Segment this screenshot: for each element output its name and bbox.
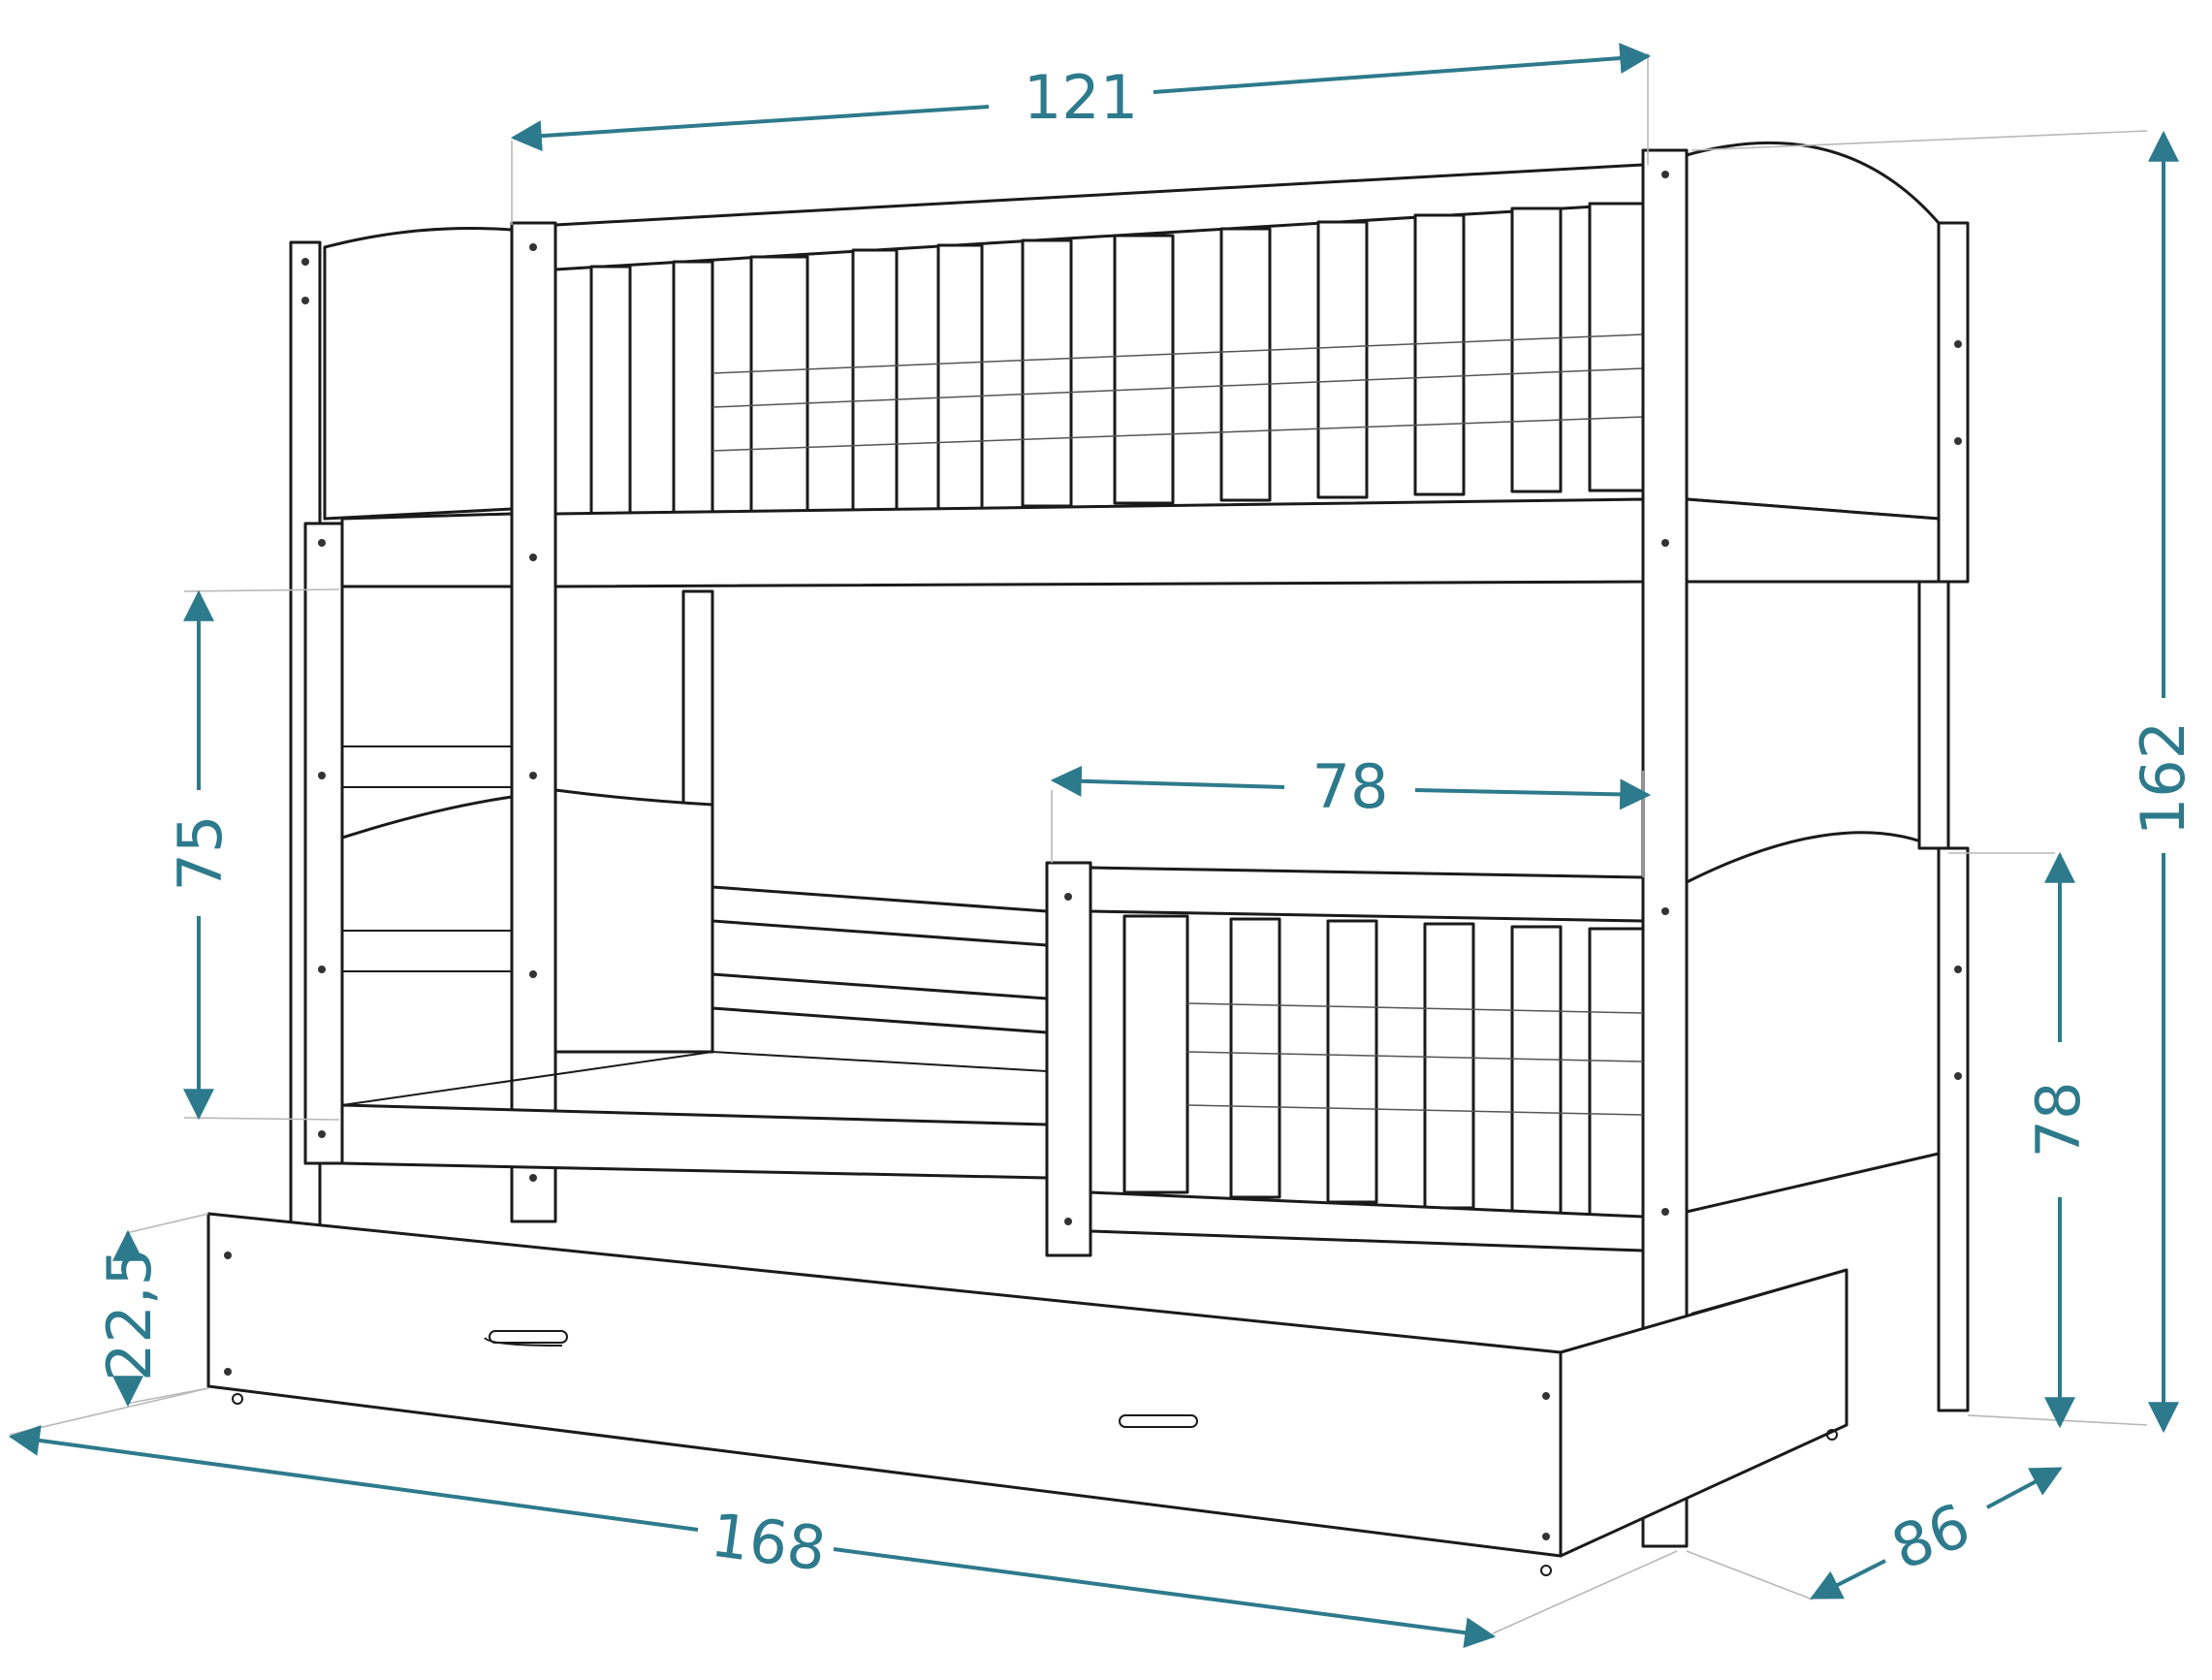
dimension-label-drawer-height: 22,5 <box>94 1248 165 1381</box>
dimension-label-total-height: 162 <box>2128 721 2198 836</box>
bunk-bed-drawing <box>206 141 1970 1576</box>
drawer-handle-right[interactable] <box>1119 1414 1198 1428</box>
drawer-handle-left[interactable] <box>489 1330 568 1344</box>
dimension-label-depth: 86 <box>1882 1489 1980 1583</box>
lower-guard-slats <box>1122 914 1645 1220</box>
dimension-lines <box>8 43 2179 1649</box>
screw-holes <box>224 171 1962 1540</box>
storage-drawer[interactable] <box>206 1212 1849 1576</box>
dimension-label-width-top: 121 <box>1024 62 1138 133</box>
dimension-label-total-length: 168 <box>707 1500 830 1585</box>
dimension-label-lower-side-height: 78 <box>2023 1082 2094 1158</box>
dimension-label-ladder-gap: 78 <box>1312 751 1389 822</box>
dimension-label-lower-bed-clearance: 75 <box>165 815 236 892</box>
